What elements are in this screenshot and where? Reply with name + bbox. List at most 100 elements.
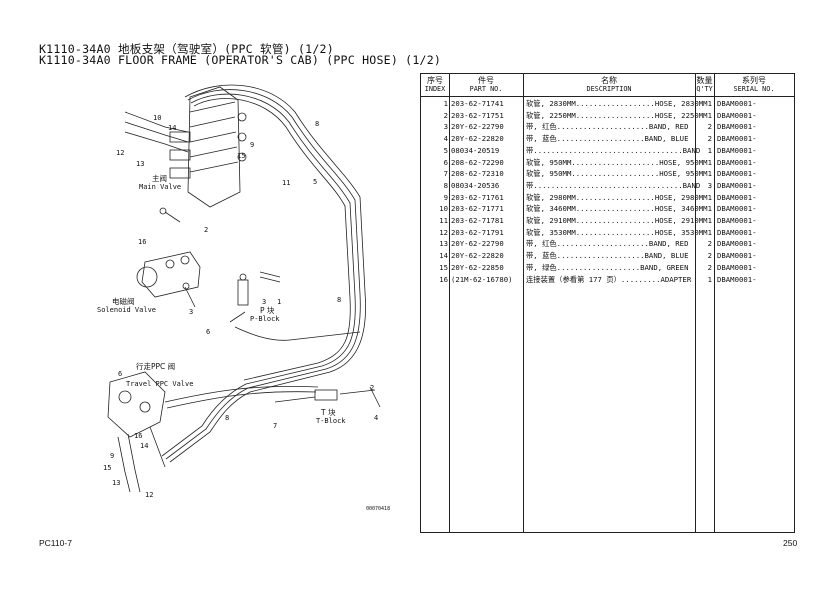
row-description: 软管, 950MM....................HOSE, 950MM (526, 157, 708, 167)
row-serial: DBAM0001- (717, 110, 757, 120)
row-qty: 1 (707, 274, 712, 284)
callout-12b: 12 (145, 491, 153, 499)
row-qty: 1 (707, 192, 712, 202)
row-description: 带, 绿色...................BAND, GREEN (526, 262, 689, 272)
row-description: 软管, 2250MM..................HOSE, 2250MM (526, 110, 708, 120)
callout-7: 7 (273, 422, 277, 430)
row-qty: 1 (707, 169, 712, 179)
callout-3: 3 (189, 308, 193, 316)
callout-8b: 8 (337, 296, 341, 304)
row-qty: 1 (707, 99, 712, 108)
main-valve-drawing (169, 86, 247, 208)
t-block-label-en: T-Block (316, 417, 346, 425)
model-name: PC110-7 (39, 538, 72, 548)
row-part-no: 20Y-62-22790 (451, 122, 504, 132)
row-serial: DBAM0001- (717, 216, 757, 225)
row-part-no: 208-62-72290 (451, 157, 504, 167)
p-block-drawing (237, 271, 281, 306)
row-qty: 1 (707, 145, 712, 155)
callout-1: 1 (277, 298, 281, 306)
callout-14: 14 (168, 124, 176, 132)
callout-10: 10 (153, 114, 161, 122)
page-number: 250 (783, 538, 798, 548)
row-description: 带..................................BAND (526, 145, 701, 155)
callout-15: 15 (237, 152, 245, 160)
row-part-no: 203-62-71761 (451, 192, 504, 202)
main-valve-label-cn: 主阀 (152, 173, 167, 183)
row-qty: 1 (707, 110, 712, 120)
row-part-no: (21M-62-16780) (451, 274, 513, 284)
row-description: 软管, 3530MM..................HOSE, 3530MM (526, 227, 708, 237)
callout-9b: 9 (110, 452, 114, 460)
row-qty: 1 (707, 227, 712, 237)
row-serial: DBAM0001- (717, 157, 757, 167)
row-part-no: 20Y-62-22820 (451, 134, 504, 144)
row-index: 14 (439, 251, 448, 261)
hose-diagram: 10 14 12 13 9 15 11 8 5 2 16 3 1 3 6 8 8… (97, 84, 390, 512)
callout-16b: 16 (134, 432, 142, 440)
row-qty: 2 (707, 239, 712, 249)
callout-4: 4 (374, 414, 378, 422)
row-description: 软管, 2980MM..................HOSE, 2980MM (526, 192, 708, 202)
row-index: 8 (443, 180, 448, 190)
row-serial: DBAM0001- (717, 169, 757, 179)
row-description: 带..................................BAND (526, 180, 701, 190)
row-index: 5 (443, 145, 448, 155)
row-index: 10 (439, 204, 448, 214)
travel-ppc-valve-drawing (107, 371, 166, 493)
t-block-label-cn: T 块 (320, 407, 336, 417)
t-block-drawing (274, 386, 381, 408)
solenoid-valve-label-cn: 电磁阀 (112, 296, 135, 306)
row-qty: 2 (707, 251, 712, 261)
row-serial: DBAM0001- (717, 145, 757, 155)
row-qty: 2 (707, 122, 712, 132)
callout-16: 16 (138, 238, 146, 246)
p-block-label-cn: P 块 (260, 305, 275, 315)
row-index: 11 (439, 216, 448, 225)
page-title-cn: K1110-34A0 地板支架（驾驶室）(PPC 软管) (1/2) (39, 42, 334, 56)
row-serial: DBAM0001- (717, 204, 757, 214)
callout-8c: 8 (225, 414, 229, 422)
callout-15b: 15 (103, 464, 111, 472)
row-serial: DBAM0001- (717, 122, 757, 132)
row-qty: 2 (707, 262, 712, 272)
row-serial: DBAM0001- (717, 134, 757, 144)
row-description: 软管, 2830MM..................HOSE, 2830MM (526, 99, 708, 108)
row-index: 7 (443, 169, 448, 179)
travel-ppc-label-en: Travel PPC Valve (126, 380, 193, 388)
main-valve-label-en: Main Valve (139, 183, 181, 191)
callout-12: 12 (116, 149, 124, 157)
row-part-no: 08034-20536 (451, 180, 500, 190)
row-part-no: 08034-20519 (451, 145, 500, 155)
callout-14b: 14 (140, 442, 148, 450)
row-index: 12 (439, 227, 448, 237)
row-serial: DBAM0001- (717, 262, 757, 272)
callout-13: 13 (136, 160, 144, 168)
row-part-no: 203-62-71751 (451, 110, 504, 120)
row-description: 连接装置（参看第 177 页）.........ADAPTER (526, 274, 692, 284)
row-serial: DBAM0001- (717, 192, 757, 202)
row-description: 软管, 3460MM..................HOSE, 3460MM (526, 204, 708, 214)
row-part-no: 20Y-62-22790 (451, 239, 504, 249)
row-serial: DBAM0001- (717, 180, 757, 190)
row-part-no: 203-62-71741 (451, 99, 504, 108)
row-part-no: 203-62-71781 (451, 216, 504, 225)
callout-6b: 6 (118, 370, 122, 378)
row-qty: 1 (707, 157, 712, 167)
row-part-no: 20Y-62-22850 (451, 262, 504, 272)
callout-8: 8 (315, 120, 319, 128)
row-index: 1 (443, 99, 448, 108)
